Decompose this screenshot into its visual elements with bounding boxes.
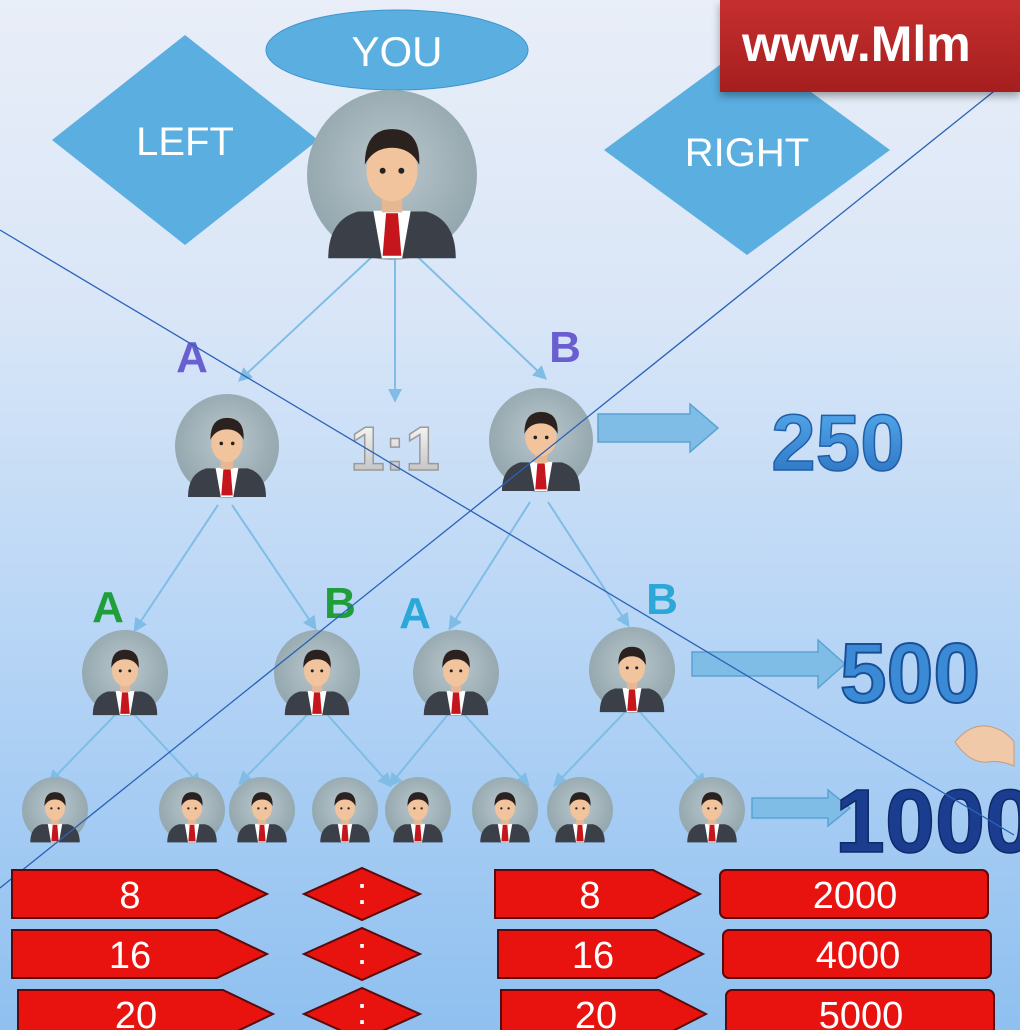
you-label: YOU — [351, 28, 442, 75]
value-250: 250 — [771, 398, 904, 487]
level2-label-b2: B — [646, 575, 678, 624]
avatar-level3-3 — [229, 777, 295, 843]
avatar-level1-a — [175, 394, 279, 498]
result-box — [722, 929, 992, 979]
left-label: LEFT — [136, 120, 234, 164]
level2-label-a2: A — [399, 589, 431, 638]
people-avatars — [22, 90, 745, 843]
separator-diamond — [301, 986, 423, 1030]
avatar-level3-8 — [679, 777, 745, 843]
right-label: RIGHT — [685, 131, 809, 175]
left-value-box — [17, 989, 276, 1030]
avatar-level1-b — [489, 388, 593, 492]
avatar-level3-1 — [22, 777, 88, 843]
left-value-box — [11, 869, 270, 919]
avatar-level3-6 — [472, 777, 538, 843]
separator-text: : — [357, 871, 368, 913]
diagonal-line-2 — [0, 87, 999, 889]
separator-text: : — [357, 991, 368, 1030]
separator-diamond — [301, 866, 423, 922]
avatar-level2-2 — [274, 630, 360, 716]
right-value-text: 20 — [575, 995, 617, 1030]
avatar-level3-5 — [385, 777, 451, 843]
level1-label-b: B — [549, 323, 581, 372]
result-text: 5000 — [819, 995, 904, 1030]
value-500: 500 — [840, 626, 980, 720]
result-text: 2000 — [813, 875, 898, 917]
ratio-label: 1:1 — [350, 415, 440, 484]
right-value-text: 16 — [572, 935, 614, 977]
avatar-level2-4 — [589, 627, 675, 713]
tree-connectors — [48, 239, 707, 788]
left-value-text: 16 — [109, 935, 151, 977]
value-arrow-500 — [691, 638, 847, 690]
right-value-box — [494, 869, 703, 919]
you-oval — [265, 9, 529, 91]
avatar-level3-2 — [159, 777, 225, 843]
right-value-box — [497, 929, 706, 979]
level1-label-a: A — [176, 333, 208, 382]
left-value-text: 20 — [115, 995, 157, 1030]
separator-text: : — [357, 931, 368, 973]
result-text: 4000 — [816, 935, 901, 977]
left-value-text: 8 — [119, 875, 140, 917]
level2-label-a1: A — [92, 583, 124, 632]
separator-diamond — [301, 926, 423, 982]
hand-icon — [954, 725, 1015, 767]
left-value-box — [11, 929, 270, 979]
website-banner: www.Mlm — [720, 0, 1020, 92]
right-diamond — [604, 45, 890, 255]
result-box — [725, 989, 995, 1030]
value-1000: 1000 — [835, 772, 1020, 872]
avatar-level3-4 — [312, 777, 378, 843]
value-arrow-1000 — [751, 788, 852, 828]
avatar-level3-7 — [547, 777, 613, 843]
right-value-box — [500, 989, 709, 1030]
value-arrow-250 — [597, 402, 720, 454]
diagonal-line-1 — [0, 229, 1015, 836]
result-box — [719, 869, 989, 919]
right-value-text: 8 — [579, 875, 600, 917]
level2-label-b1: B — [324, 579, 356, 628]
avatar-you — [307, 90, 477, 260]
bottom-buttons: 8: 8 2000 16: 16 4000 20: 20 5000 — [11, 866, 995, 1030]
avatar-level2-3 — [413, 630, 499, 716]
avatar-level2-1 — [82, 630, 168, 716]
left-diamond — [52, 35, 318, 245]
